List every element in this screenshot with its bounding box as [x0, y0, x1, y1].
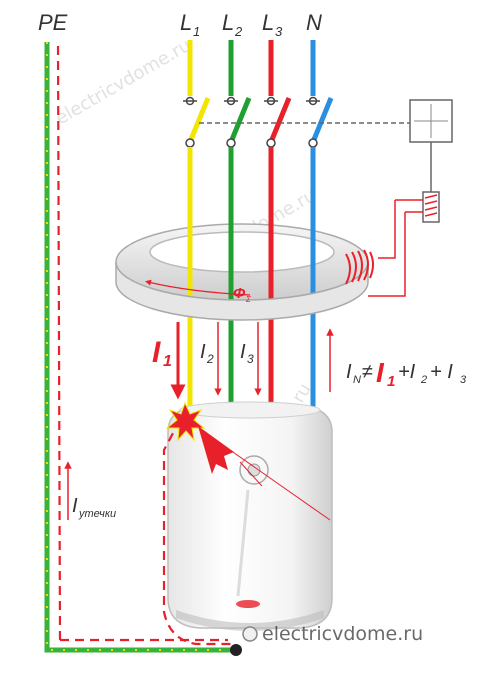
label-i3: I — [240, 341, 246, 363]
leakage-path — [56, 43, 331, 646]
toroid-front: Φ Σ — [115, 249, 374, 321]
load-conductors — [187, 147, 316, 412]
formula-plus-i3: + I — [430, 361, 453, 383]
label-pe: PE — [38, 10, 68, 35]
flux-label-sub: Σ — [245, 295, 252, 304]
brand-logo — [236, 600, 260, 608]
current-labels: I 1 I 2 I 3 — [152, 336, 254, 370]
line-labels: PE L 1 L 2 L 3 N — [38, 10, 322, 39]
formula-plus-i2: +I — [398, 361, 416, 383]
pe-conductor — [44, 42, 242, 656]
formula-i1-sub: 1 — [387, 373, 395, 390]
toroid-winding — [345, 249, 374, 285]
label-i1: I — [152, 336, 161, 369]
label-l3: L — [262, 10, 274, 35]
label-l3-sub: 3 — [275, 24, 283, 39]
flux-label: Φ — [233, 285, 246, 302]
label-leak: I — [72, 495, 78, 517]
label-l1-sub: 1 — [193, 24, 200, 39]
label-i2-sub: 2 — [206, 352, 214, 366]
fault-arrow — [198, 426, 234, 474]
label-i3-sub: 3 — [247, 352, 254, 366]
drain-knob — [242, 626, 258, 642]
fault-spark-icon — [165, 401, 206, 442]
leakage-label: I утечки — [72, 495, 116, 520]
formula-in-sub: N — [353, 374, 361, 386]
current-arrows — [64, 322, 334, 520]
formula-i2-sub: 2 — [420, 374, 427, 386]
label-i2: I — [200, 341, 206, 363]
formula-i1: I — [376, 357, 385, 388]
label-l2-sub: 2 — [234, 24, 243, 39]
toroid-core — [115, 223, 369, 301]
label-l1: L — [180, 10, 192, 35]
label-i1-sub: 1 — [163, 353, 172, 370]
flux-arrow — [145, 279, 251, 296]
label-n: N — [306, 10, 322, 35]
trip-coil — [422, 191, 440, 223]
pe-ground-terminal — [230, 644, 242, 656]
imbalance-formula: I N ≠ I 1 +I 2 + I 3 — [346, 357, 467, 390]
rcd-switch — [183, 96, 453, 223]
watermark-diag-1: electricvdome.ru — [52, 35, 195, 130]
watermark-main: electricvdome.ru — [262, 623, 423, 645]
supply-conductors — [187, 40, 316, 96]
formula-in: I — [346, 361, 352, 383]
formula-neq: ≠ — [362, 361, 373, 383]
label-leak-sub: утечки — [78, 508, 116, 520]
formula-i3-sub: 3 — [460, 374, 467, 386]
label-l2: L — [222, 10, 234, 35]
secondary-circuit — [368, 199, 423, 297]
